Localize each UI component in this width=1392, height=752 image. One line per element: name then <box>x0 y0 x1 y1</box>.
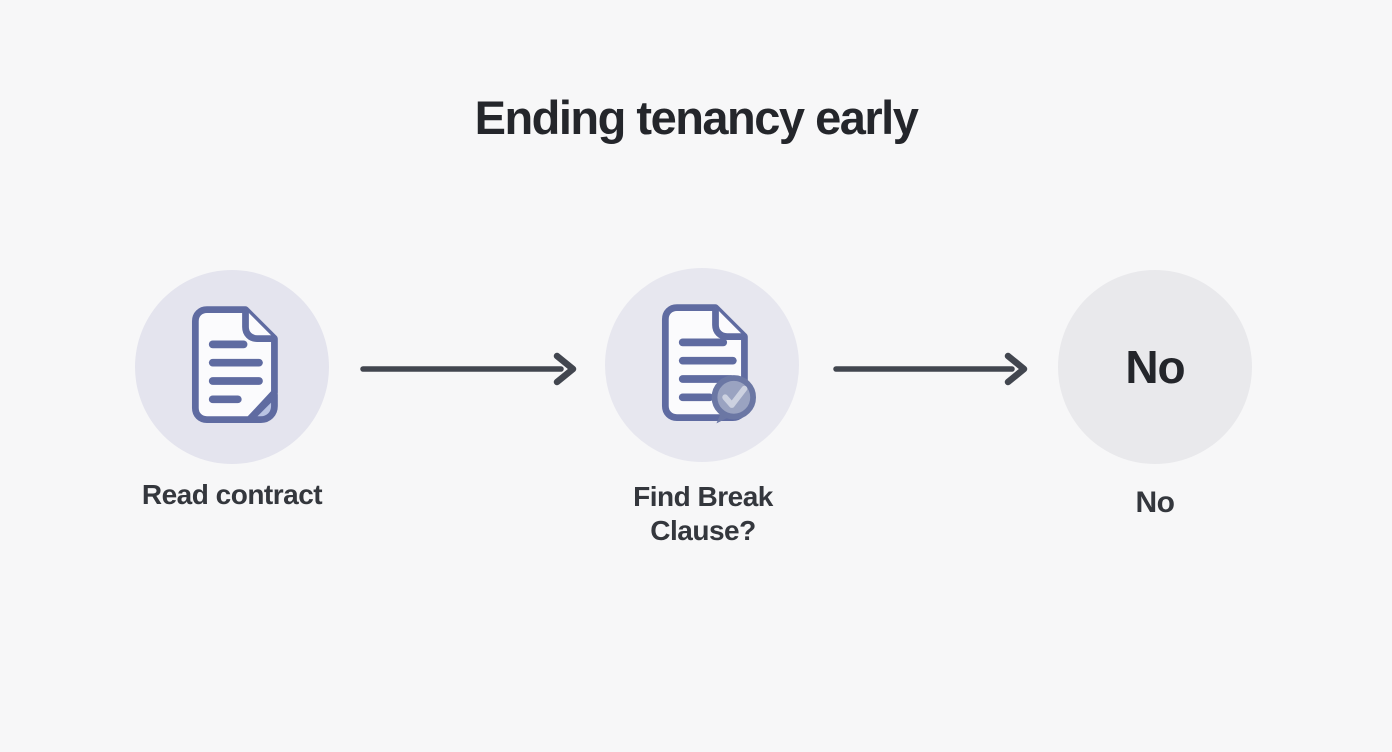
page-title: Ending tenancy early <box>474 91 919 144</box>
node-no: No <box>1058 270 1252 464</box>
step-label-find-break-clause: Find Break Clause? <box>633 481 773 546</box>
node-read-contract <box>135 270 329 464</box>
arrow-icon <box>360 352 577 386</box>
step-label-no: No <box>1135 486 1176 519</box>
node-no-text: No <box>1125 341 1185 393</box>
node-find-break-clause <box>605 268 799 462</box>
document-check-icon <box>661 303 756 423</box>
check-badge-icon <box>711 374 756 423</box>
arrow-icon <box>833 352 1028 386</box>
step-label-read-contract: Read contract <box>141 479 323 510</box>
document-icon <box>191 305 278 423</box>
